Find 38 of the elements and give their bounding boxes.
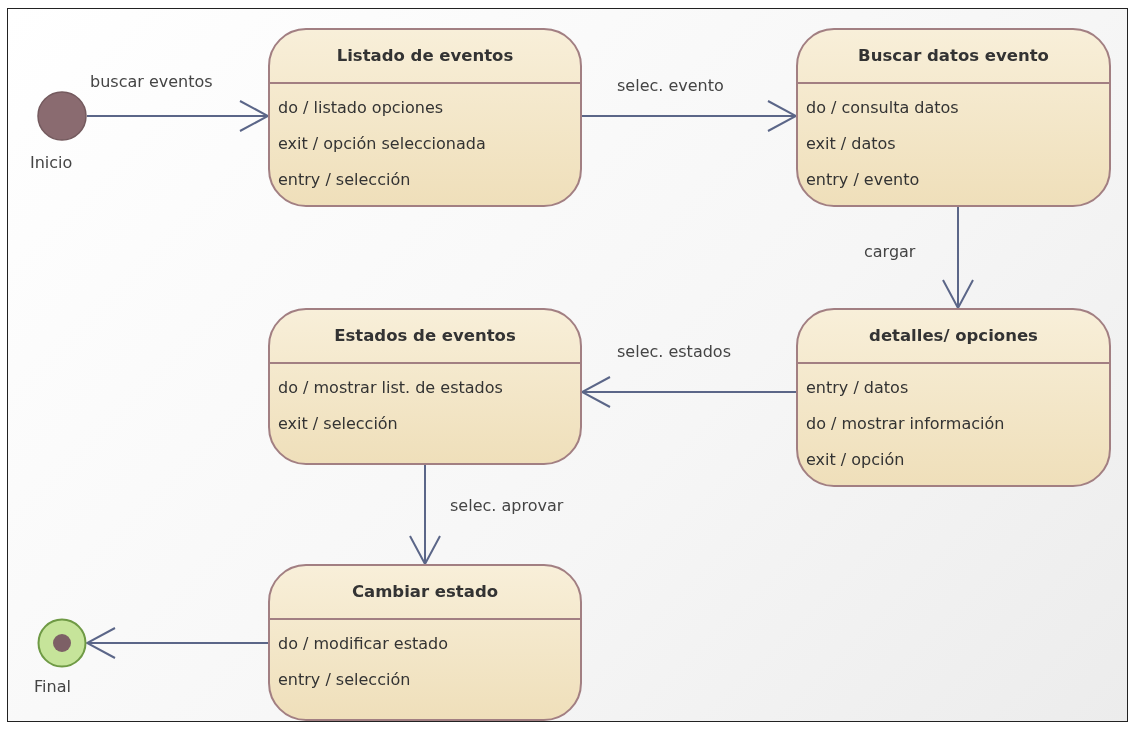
state-label: Inicio [30,153,73,172]
edge-label: selec. evento [617,76,724,95]
transition-arrow [86,100,269,132]
edge-label: selec. estados [617,342,731,361]
state-action: entry / evento [806,169,920,191]
state-box [268,564,582,721]
edge-label: buscar eventos [90,72,213,91]
state-action: entry / datos [806,377,909,399]
state-action: exit / opción [806,449,905,471]
edge-label: selec. aprovar [450,496,564,515]
transition-arrow [409,464,441,565]
state-action: do / modificar estado [278,633,449,655]
state-box [796,308,1111,487]
state-label: Final [34,677,71,696]
state-action: exit / selección [278,413,398,435]
state-name: Listado de eventos [336,45,514,67]
edge-label: cargar [864,242,916,261]
transition-arrow [942,206,974,309]
state-action: entry / selección [278,169,411,191]
final-state [37,618,87,668]
state-action: entry / selección [278,669,411,691]
initial-state [37,91,87,141]
state-name: Estados de eventos [334,325,516,347]
state-action: do / consulta datos [806,97,959,119]
transition-arrow [581,100,797,132]
state-name: Cambiar estado [351,581,499,603]
state-action: exit / opción seleccionada [278,133,486,155]
state-box [796,28,1111,207]
transition-arrow [86,627,269,659]
state-action: do / listado opciones [278,97,444,119]
state-name: Buscar datos evento [858,45,1049,67]
state-name: detalles/ opciones [869,325,1038,347]
transition-arrow [581,376,797,408]
state-box [268,28,582,207]
state-box [268,308,582,465]
state-action: exit / datos [806,133,896,155]
state-action: do / mostrar información [806,413,1005,435]
state-action: do / mostrar list. de estados [278,377,503,399]
